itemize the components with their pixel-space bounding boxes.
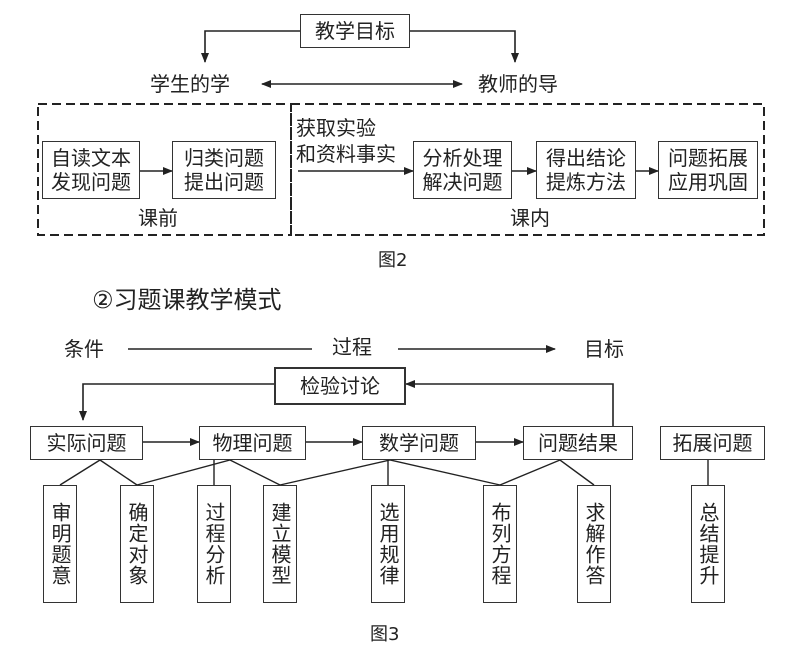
problem-box-math: 数学问题 [362, 426, 476, 460]
goal-to-teacher-arrow [410, 30, 519, 63]
teaching-goal-box: 教学目标 [300, 14, 410, 48]
pre-step-classify-line2: 提出问题 [184, 170, 264, 194]
branch-3 [279, 459, 501, 486]
pre-step-classify-line1: 归类问题 [184, 146, 264, 170]
in-step-analyze-line2: 解决问题 [422, 170, 503, 194]
flow-mid-label: 过程 [332, 335, 372, 359]
pre-class-label: 课前 [138, 206, 178, 230]
pre-step-read-line1: 自读文本 [51, 146, 131, 170]
substep-build-model: 建立模型 [263, 485, 297, 603]
substep-summarize: 总结提升 [691, 485, 725, 603]
branch-1 [59, 459, 138, 486]
discuss-return-arrow [79, 383, 274, 421]
branch-4 [499, 459, 595, 486]
branch-2 [136, 459, 281, 486]
in-step-analyze-box: 分析处理 解决问题 [413, 141, 512, 199]
substep-select-law: 选用规律 [371, 485, 405, 603]
in-step-conclude-line2: 提炼方法 [546, 170, 626, 194]
substep-process-analysis: 过程分析 [197, 485, 231, 603]
in-step-analyze-line1: 分析处理 [422, 146, 503, 170]
substep-list-equation: 布列方程 [483, 485, 517, 603]
in-class-dashed-frame [290, 103, 765, 236]
pre-step-read-line2: 发现问题 [51, 170, 131, 194]
problem-box-actual: 实际问题 [30, 426, 143, 460]
teacher-guidance-label: 教师的导 [478, 72, 558, 96]
in-step-conclude-box: 得出结论 提炼方法 [536, 141, 636, 199]
in-step-conclude-line1: 得出结论 [546, 146, 626, 170]
problem-box-extend: 拓展问题 [660, 426, 765, 460]
section-title: ②习题课教学模式 [92, 286, 282, 314]
flow-end-label: 目标 [584, 337, 624, 361]
verify-discuss-box: 检验讨论 [274, 367, 406, 405]
student-learning-label: 学生的学 [150, 72, 230, 96]
result-to-discuss-arrow [405, 380, 614, 426]
problem-box-result: 问题结果 [523, 426, 633, 460]
obtain-facts-line1: 获取实验 [296, 116, 376, 140]
substep-read-question: 审明题意 [43, 485, 77, 603]
in-class-label: 课内 [510, 206, 550, 230]
pre-step-classify-box: 归类问题 提出问题 [172, 141, 276, 199]
obtain-facts-line2: 和资料事实 [296, 142, 396, 166]
figure-2-caption: 图2 [378, 250, 408, 271]
figure-3-caption: 图3 [370, 624, 400, 645]
pre-class-dashed-frame [37, 103, 292, 236]
substep-determine-object: 确定对象 [120, 485, 154, 603]
in-step-extend-line2: 应用巩固 [668, 170, 748, 194]
goal-to-student-arrow [201, 30, 300, 63]
substep-solve-answer: 求解作答 [577, 485, 611, 603]
pre-step-read-box: 自读文本 发现问题 [42, 141, 140, 199]
in-step-extend-box: 问题拓展 应用巩固 [658, 141, 758, 199]
in-step-extend-line1: 问题拓展 [668, 146, 748, 170]
problem-box-physics: 物理问题 [199, 426, 306, 460]
flow-start-label: 条件 [64, 337, 104, 361]
